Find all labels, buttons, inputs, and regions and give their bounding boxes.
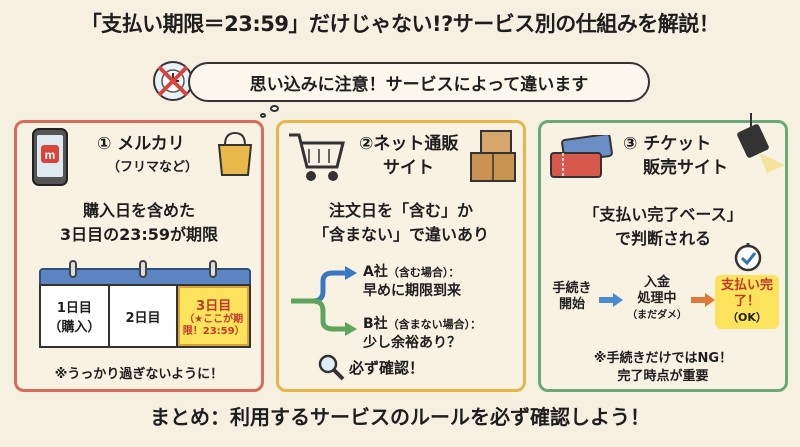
case-a: A社（含む場合）： 早めに期限到来 <box>363 264 461 299</box>
ec-lead-1: 注文日を「含む」か <box>328 201 473 220</box>
flow-arrow-2-icon <box>691 293 715 307</box>
flow-step-complete: 支払い完了！ （OK） <box>715 275 779 329</box>
bubble-text: 思い込みに注意！サービスによって違います <box>188 62 650 102</box>
flow-step-start: 手続き開始 <box>552 281 592 312</box>
panel-ec: ②ネット通販 サイト 注文日を「含む」か 「含まない」で違いあり A社（含む場合… <box>276 120 526 392</box>
page-title: 「支払い期限＝23:59」だけじゃない!?サービス別の仕組みを解説！ <box>80 12 720 36</box>
smartphone-icon: m <box>32 128 68 186</box>
ec-heading-1: ②ネット通販 <box>359 134 459 154</box>
shopping-cart-icon <box>289 133 345 181</box>
ticket-note-1: ※手続きだけではNG！ <box>593 351 733 366</box>
ticket-heading-2: 販売サイト <box>643 158 728 178</box>
ticket-heading-1: ③ チケット <box>623 134 712 154</box>
package-boxes-icon <box>470 130 516 182</box>
ticket-icon <box>550 135 613 178</box>
spotlight-icon <box>737 113 785 173</box>
case-b: B社（含まない場合）： 少し余裕あり？ <box>363 316 482 351</box>
ec-lead-2: 「含まない」で違いあり <box>312 225 489 244</box>
branch-arrows-icon <box>291 266 357 336</box>
mercari-note: ※うっかり過ぎないように！ <box>54 367 224 382</box>
no-clock-icon <box>153 61 193 101</box>
check-text: 必ず確認！ <box>349 359 425 377</box>
mercari-subheading: （フリマなど） <box>107 160 199 175</box>
ticket-lead-2: で判断される <box>614 229 711 248</box>
mercari-lead-1: 購入日を含めた <box>82 201 195 220</box>
flow-arrow-1-icon <box>599 293 623 307</box>
summary-text: まとめ：利用するサービスのルールを必ず確認しよう！ <box>150 405 650 429</box>
calendar-day-1: 1日目 （購入） <box>41 286 110 346</box>
panel-mercari: m ① メルカリ （フリマなど） 購入日を含めた 3日目の23:59が期限 1日… <box>14 120 264 392</box>
mercari-heading: ① メルカリ <box>97 134 185 154</box>
ticket-lead-1: 「支払い完了ベース」 <box>583 205 743 224</box>
svg-text:m: m <box>45 148 56 162</box>
shopping-bag-icon <box>217 131 253 176</box>
clock-check-icon <box>734 243 762 272</box>
warning-bubble: 思い込みに注意！サービスによって違います <box>150 58 670 118</box>
magnifier-icon <box>318 354 345 381</box>
ticket-note-2: 完了時点が重要 <box>617 369 709 384</box>
calendar-day-3-deadline: 3日目 （★ここが期限！23:59） <box>178 286 250 346</box>
calendar: 1日目 （購入） 2日目 3日目 （★ここが期限！23:59） <box>39 260 251 348</box>
flow-step-processing: 入金 処理中 （まだダメ） <box>627 275 687 321</box>
calendar-day-2: 2日目 <box>110 286 179 346</box>
ec-heading-2: サイト <box>383 158 434 178</box>
panel-ticket: ③ チケット 販売サイト 「支払い完了ベース」 で判断される 手続き開始 入金 … <box>538 113 788 392</box>
mercari-lead-2: 3日目の23:59が期限 <box>59 225 219 244</box>
